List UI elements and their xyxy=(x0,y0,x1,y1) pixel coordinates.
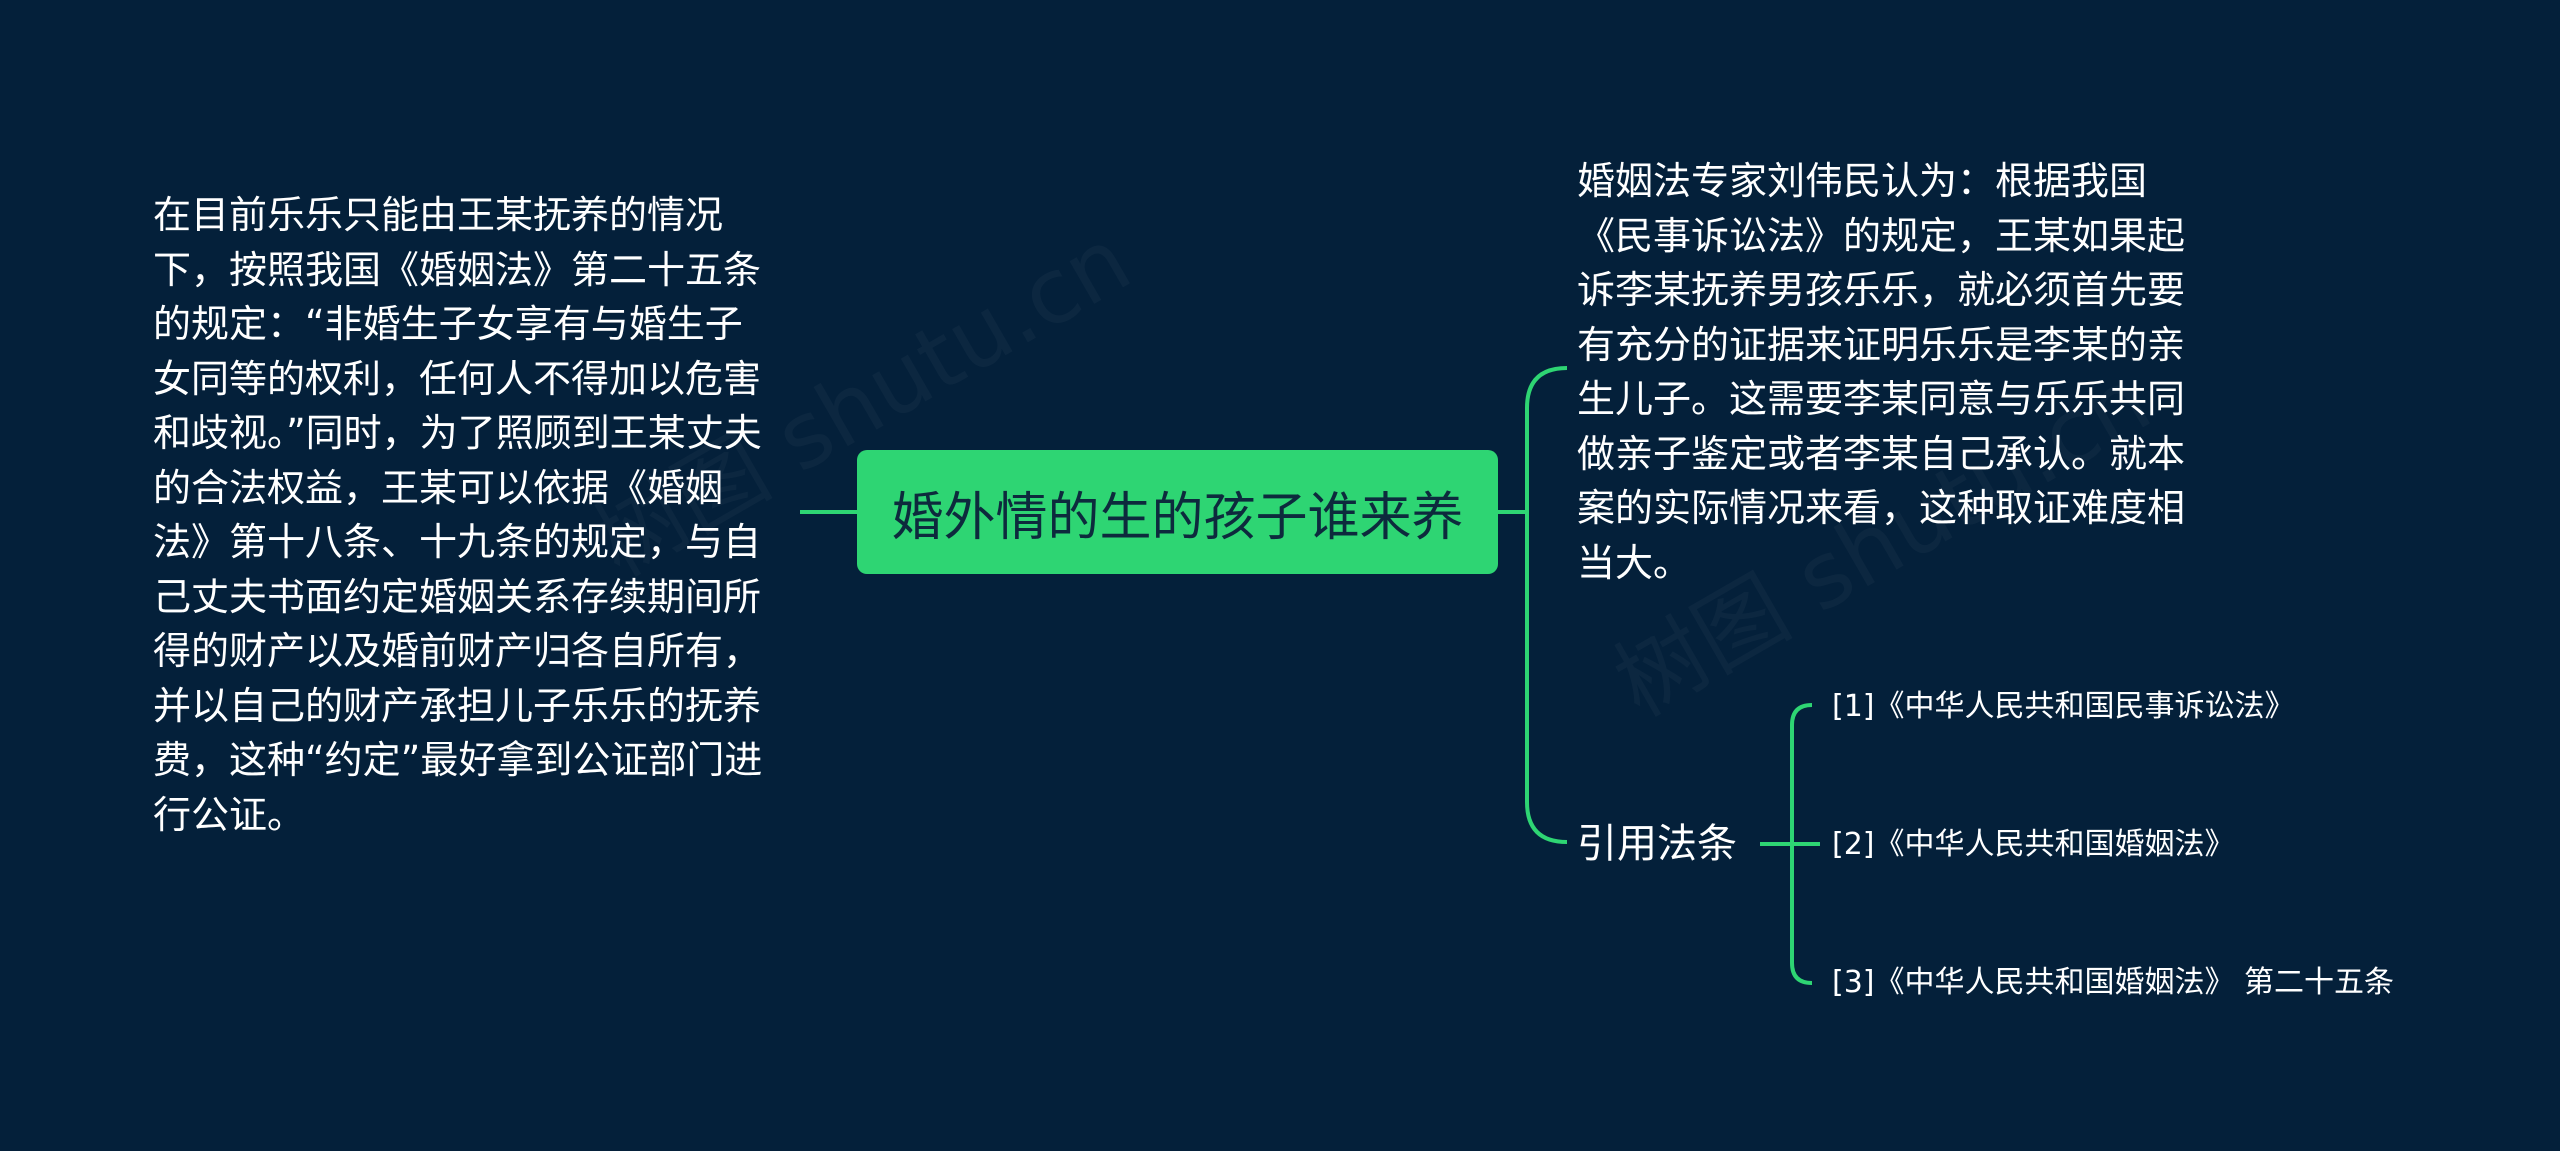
references-label[interactable]: 引用法条 xyxy=(1577,821,1737,867)
left-topic-text[interactable]: 在目前乐乐只能由王某抚养的情况下，按照我国《婚姻法》第二十五条的规定：“非婚生子… xyxy=(153,193,763,837)
central-topic-title: 婚外情的生的孩子谁来养 xyxy=(891,487,1464,548)
reference-item-3[interactable]: [3]《中华人民共和国婚姻法》 第二十五条 xyxy=(1832,965,2395,1000)
right-topic-text[interactable]: 婚姻法专家刘伟民认为：根据我国《民事诉讼法》的规定，王某如果起诉李某抚养男孩乐乐… xyxy=(1577,159,2186,585)
connector-bracket-right xyxy=(1525,366,1568,844)
reference-item-2[interactable]: [2]《中华人民共和国婚姻法》 xyxy=(1832,827,2235,862)
reference-item-1[interactable]: [1]《中华人民共和国民事诉讼法》 xyxy=(1832,689,2295,724)
central-topic[interactable]: 婚外情的生的孩子谁来养 xyxy=(857,450,1498,574)
